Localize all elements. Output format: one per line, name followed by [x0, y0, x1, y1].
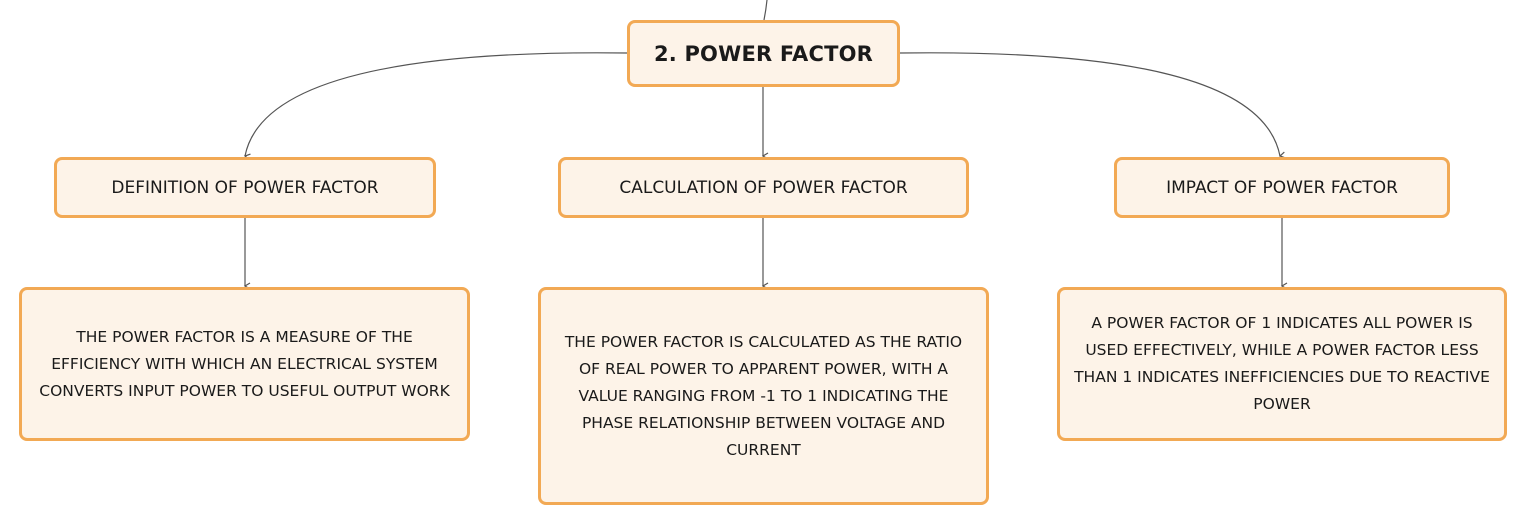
- detail-node-impact: A POWER FACTOR OF 1 INDICATES ALL POWER …: [1057, 287, 1507, 441]
- topic-node-definition: DEFINITION OF POWER FACTOR: [54, 157, 436, 218]
- topic-label-impact: IMPACT OF POWER FACTOR: [1166, 177, 1398, 198]
- topic-node-calculation: CALCULATION OF POWER FACTOR: [558, 157, 969, 218]
- detail-node-definition: THE POWER FACTOR IS A MEASURE OF THE EFF…: [19, 287, 470, 441]
- root-node-label: 2. POWER FACTOR: [653, 41, 874, 66]
- root-to-impact-connector: [899, 52, 1286, 159]
- topic-label-definition: DEFINITION OF POWER FACTOR: [111, 177, 379, 198]
- detail-node-calculation: THE POWER FACTOR IS CALCULATED AS THE RA…: [538, 287, 989, 505]
- incoming-parent-connector: [763, 0, 768, 21]
- detail-text-calculation: THE POWER FACTOR IS CALCULATED AS THE RA…: [564, 332, 963, 459]
- detail-text-definition: THE POWER FACTOR IS A MEASURE OF THE EFF…: [39, 327, 450, 400]
- root-to-definition-connector: [243, 52, 628, 161]
- root-node-power-factor: 2. POWER FACTOR: [627, 20, 900, 87]
- topic-label-calculation: CALCULATION OF POWER FACTOR: [619, 177, 908, 198]
- topic-node-impact: IMPACT OF POWER FACTOR: [1114, 157, 1450, 218]
- detail-text-impact: A POWER FACTOR OF 1 INDICATES ALL POWER …: [1074, 314, 1490, 413]
